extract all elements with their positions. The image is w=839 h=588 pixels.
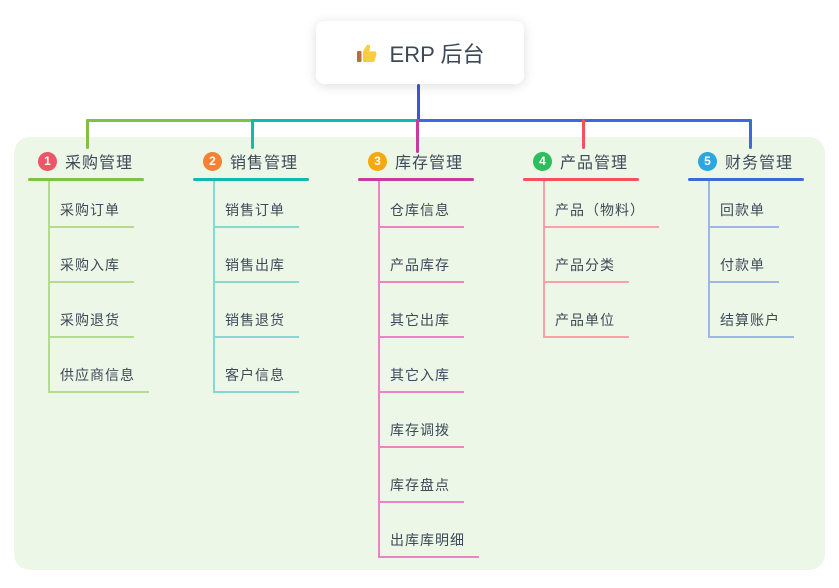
child-row: 销售订单	[215, 181, 353, 228]
child-row: 产品库存	[380, 228, 518, 283]
branch-finance-children: 回款单 付款单 结算账户	[708, 181, 839, 338]
child-node[interactable]: 库存盘点	[380, 475, 464, 503]
connector-segment-sales	[251, 119, 418, 122]
child-row: 付款单	[710, 228, 839, 283]
child-row: 供应商信息	[50, 338, 188, 393]
branch-title: 采购管理	[65, 155, 134, 172]
branch-title: 库存管理	[395, 155, 464, 172]
drop-line-sales	[251, 119, 254, 149]
child-row: 产品（物料）	[545, 181, 683, 228]
connector-segment-purchase	[86, 119, 253, 122]
child-row: 其它入库	[380, 338, 518, 393]
branch-inventory-children: 仓库信息 产品库存 其它出库 其它入库 库存调拨 库存盘点 出库库明细	[378, 181, 518, 558]
child-node[interactable]: 出库库明细	[380, 530, 479, 558]
child-node[interactable]: 采购订单	[50, 200, 134, 228]
child-row: 产品单位	[545, 283, 683, 338]
drop-line-finance	[749, 119, 752, 149]
child-node[interactable]: 供应商信息	[50, 365, 149, 393]
branch-number-badge: 1	[38, 151, 57, 171]
branch-title: 产品管理	[560, 155, 629, 172]
child-node[interactable]: 销售订单	[215, 200, 299, 228]
branch-title: 财务管理	[725, 155, 794, 172]
child-node[interactable]: 产品单位	[545, 310, 629, 338]
branch-product-children: 产品（物料） 产品分类 产品单位	[543, 181, 683, 338]
branch-underline	[523, 178, 639, 181]
branch-number-badge: 3	[368, 151, 387, 171]
child-node[interactable]: 销售退货	[215, 310, 299, 338]
child-row: 仓库信息	[380, 181, 518, 228]
drop-line-inventory	[416, 119, 419, 153]
root-connector-line	[417, 84, 420, 121]
branch-underline	[688, 178, 804, 181]
child-node[interactable]: 产品（物料）	[545, 200, 659, 228]
child-node[interactable]: 其它出库	[380, 310, 464, 338]
root-title: ERP 后台	[389, 41, 485, 67]
child-node[interactable]: 销售出库	[215, 255, 299, 283]
branch-product-header[interactable]: 4 产品管理	[523, 148, 683, 174]
child-row: 产品分类	[545, 228, 683, 283]
child-node[interactable]: 付款单	[710, 255, 779, 283]
child-row: 回款单	[710, 181, 839, 228]
child-node[interactable]: 客户信息	[215, 365, 299, 393]
child-node[interactable]: 采购入库	[50, 255, 134, 283]
child-row: 库存调拨	[380, 393, 518, 448]
child-row: 客户信息	[215, 338, 353, 393]
mindmap-panel	[14, 137, 825, 570]
branch-purchase: 1 采购管理 采购订单 采购入库 采购退货 供应商信息	[28, 148, 188, 393]
child-row: 库存盘点	[380, 448, 518, 503]
branch-underline	[28, 178, 144, 181]
child-row: 其它出库	[380, 283, 518, 338]
branch-product: 4 产品管理 产品（物料） 产品分类 产品单位	[523, 148, 683, 338]
drop-line-purchase	[86, 119, 89, 149]
root-node[interactable]: ERP 后台	[316, 21, 524, 84]
child-row: 结算账户	[710, 283, 839, 338]
branch-inventory-header[interactable]: 3 库存管理	[358, 148, 518, 174]
child-node[interactable]: 库存调拨	[380, 420, 464, 448]
branch-sales-header[interactable]: 2 销售管理	[193, 148, 353, 174]
branch-title: 销售管理	[230, 155, 299, 172]
branch-finance: 5 财务管理 回款单 付款单 结算账户	[688, 148, 839, 338]
child-row: 采购退货	[50, 283, 188, 338]
branch-number-badge: 4	[533, 151, 552, 171]
child-node[interactable]: 回款单	[710, 200, 779, 228]
child-node[interactable]: 其它入库	[380, 365, 464, 393]
child-node[interactable]: 产品分类	[545, 255, 629, 283]
child-row: 采购入库	[50, 228, 188, 283]
branch-sales-children: 销售订单 销售出库 销售退货 客户信息	[213, 181, 353, 393]
branch-purchase-children: 采购订单 采购入库 采购退货 供应商信息	[48, 181, 188, 393]
child-node[interactable]: 结算账户	[710, 310, 794, 338]
branch-underline	[358, 178, 474, 181]
child-node[interactable]: 采购退货	[50, 310, 134, 338]
branch-number-badge: 5	[698, 151, 717, 171]
child-row: 销售退货	[215, 283, 353, 338]
branch-purchase-header[interactable]: 1 采购管理	[28, 148, 188, 174]
child-row: 销售出库	[215, 228, 353, 283]
branch-underline	[193, 178, 309, 181]
thumbs-up-icon	[356, 41, 380, 65]
child-node[interactable]: 产品库存	[380, 255, 464, 283]
child-row: 采购订单	[50, 181, 188, 228]
child-node[interactable]: 仓库信息	[380, 200, 464, 228]
child-row: 出库库明细	[380, 503, 518, 558]
branch-inventory: 3 库存管理 仓库信息 产品库存 其它出库 其它入库 库存调拨 库存盘点 出库库…	[358, 148, 518, 558]
drop-line-product	[582, 119, 585, 149]
branch-number-badge: 2	[203, 151, 222, 171]
branch-finance-header[interactable]: 5 财务管理	[688, 148, 839, 174]
branch-sales: 2 销售管理 销售订单 销售出库 销售退货 客户信息	[193, 148, 353, 393]
